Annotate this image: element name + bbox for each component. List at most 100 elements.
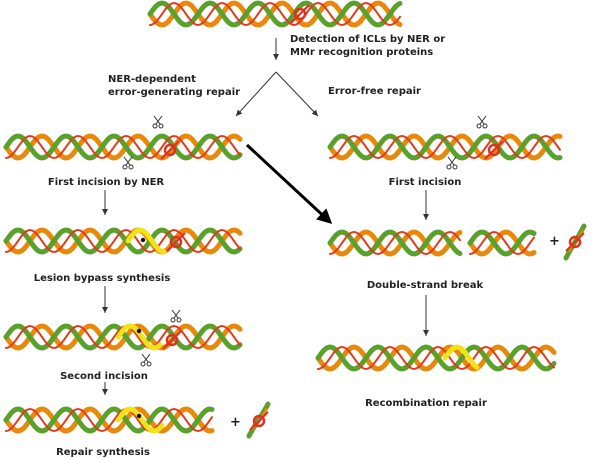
helix-first-incision-ner-strand-c: [5, 134, 241, 160]
helix-second-incision-strand-a: [3, 323, 243, 351]
scissors-icon-left-1a: [152, 115, 164, 129]
helix-repair-synthesis-strand-a: [3, 406, 215, 434]
scissors-icon-left-3a: [170, 309, 182, 323]
scissors-icon-right-1a-blade-a: [479, 115, 487, 125]
crosslink-icon-right-1: [484, 140, 504, 160]
helix-recombination-strand-a: [315, 344, 557, 372]
helix-lesion-bypass-new-dna: [125, 227, 167, 255]
plus-sign-right: +: [549, 234, 560, 249]
lesion-dot-left-3: [136, 328, 142, 334]
crosslink-icon-right-1-ring: [487, 143, 501, 157]
scissors-icon-left-1b: [122, 156, 134, 170]
crosslink-icon-left-1-bar: [160, 140, 180, 160]
helix-first-incision-ner-strand-b: [3, 133, 243, 161]
scissors-icon-right-1b-blade-a: [449, 156, 457, 166]
label-double-strand-break: Double-strand break: [366, 280, 484, 291]
label-detection-2: MMr recognition proteins: [290, 47, 434, 58]
scissors-icon-right-1b-loop-a: [446, 164, 452, 170]
crosslink-icon-left-4: [249, 411, 269, 431]
scissors-icon-left-1b-blade-a: [125, 156, 133, 166]
scissors-icon-right-1b-loop-b: [452, 164, 458, 170]
helix-recombination-new-dna: [442, 344, 480, 370]
scissors-icon-left-3a-loop-a: [170, 317, 176, 323]
plus-sign-left: +: [230, 415, 241, 430]
scissors-icon-left-3b-blade-a: [143, 353, 151, 363]
scissors-icon-left-3b-blade-b: [141, 353, 149, 363]
crosslink-icon-top: [290, 4, 310, 24]
helix-dsb-left: [327, 229, 463, 257]
helix-lesion-bypass: [3, 227, 243, 255]
label-first-incision: First incision: [388, 177, 462, 188]
lesion-dot-left-4: [136, 413, 142, 419]
scissors-icon-left-1a-loop-a: [152, 123, 158, 129]
crosslink-icon-right-2-bar: [565, 232, 585, 252]
crosslink-icon-left-3-ring: [165, 333, 179, 347]
label-error-generating: error-generating repair: [108, 87, 241, 98]
label-repair-synthesis: Repair synthesis: [56, 447, 150, 458]
scissors-icon-left-3b-loop-a: [140, 361, 146, 367]
helix-recombination-strand-c: [317, 345, 555, 371]
label-recombination-repair: Recombination repair: [365, 398, 487, 409]
arrow-diagonal: [245, 143, 333, 225]
crosslink-icon-right-2: [565, 232, 585, 252]
helix-lesion-bypass-strand-c: [5, 228, 241, 254]
helix-top-strand-c: [149, 1, 401, 27]
helix-dsb-left-strand-a: [327, 229, 463, 257]
crosslink-icon-left-3: [162, 330, 182, 350]
label-error-free: Error-free repair: [328, 86, 421, 97]
label-detection: Detection of ICLs by NER or: [290, 34, 446, 45]
helix-lesion-bypass-strand-a: [3, 227, 243, 255]
scissors-icon-left-3a-blade-a: [173, 309, 181, 319]
label-ner-dependent: NER-dependent: [108, 74, 196, 85]
scissors-icon-left-3b: [140, 353, 152, 367]
crosslink-icon-right-2-ring: [568, 235, 582, 249]
crosslink-icon-left-1: [160, 140, 180, 160]
helix-top-strand-a: [147, 0, 403, 28]
helix-dsb-left-strand-b: [327, 229, 463, 257]
arrow-left-branch: [235, 71, 277, 117]
helix-first-incision-ner-strand-a: [3, 133, 243, 161]
scissors-icon-right-1a-loop-b: [482, 123, 488, 129]
crosslink-icon-left-3-bar: [162, 330, 182, 350]
crosslink-icon-top-bar: [290, 4, 310, 24]
helix-dsb-right: [467, 229, 537, 257]
helix-dsb-left-strand-c: [329, 230, 461, 256]
crosslink-icon-left-2: [166, 232, 186, 252]
crosslink-icon-left-2-ring: [169, 235, 183, 249]
scissors-icon-left-3b-loop-b: [146, 361, 152, 367]
crosslink-icon-left-4-bar: [249, 411, 269, 431]
arrow-right-branch: [275, 71, 319, 117]
helix-first-incision-ner: [3, 133, 243, 161]
helix-repair-synthesis-strand-b: [3, 406, 215, 434]
helix-second-incision: [3, 323, 243, 351]
helix-recombination-strand-b: [315, 344, 557, 372]
helix-dsb-right-strand-c: [469, 230, 535, 256]
scissors-icon-left-3a-loop-b: [176, 317, 182, 323]
crosslink-icon-left-2-bar: [166, 232, 186, 252]
crosslink-icon-left-1-ring: [163, 143, 177, 157]
helix-lesion-bypass-strand-b: [3, 227, 243, 255]
scissors-icon-left-1a-loop-b: [158, 123, 164, 129]
scissors-icon-left-3a-blade-b: [171, 309, 179, 319]
scissors-icon-left-1a-blade-b: [153, 115, 161, 125]
helix-first-incision-strand-c: [329, 134, 561, 160]
scissors-icon-left-1b-loop-a: [122, 164, 128, 170]
scissors-icon-left-1a-blade-a: [155, 115, 163, 125]
helix-first-incision: [327, 133, 563, 161]
helix-recombination: [315, 344, 557, 372]
label-second-incision: Second incision: [60, 371, 148, 382]
helix-dsb-right-strand-b: [467, 229, 537, 257]
helix-repair-synthesis: [3, 406, 215, 434]
scissors-icon-right-1a: [476, 115, 488, 129]
lesion-dot-left-2: [140, 237, 146, 243]
scissors-icon-left-1b-loop-b: [128, 164, 134, 170]
label-lesion-bypass: Lesion bypass synthesis: [33, 273, 171, 284]
scissors-icon-right-1b: [446, 156, 458, 170]
scissors-icon-right-1a-loop-a: [476, 123, 482, 129]
crosslink-icon-top-ring: [293, 7, 307, 21]
scissors-icon-left-1b-blade-b: [123, 156, 131, 166]
crosslink-icon-right-1-bar: [484, 140, 504, 160]
helix-dsb-right-strand-a: [467, 229, 537, 257]
